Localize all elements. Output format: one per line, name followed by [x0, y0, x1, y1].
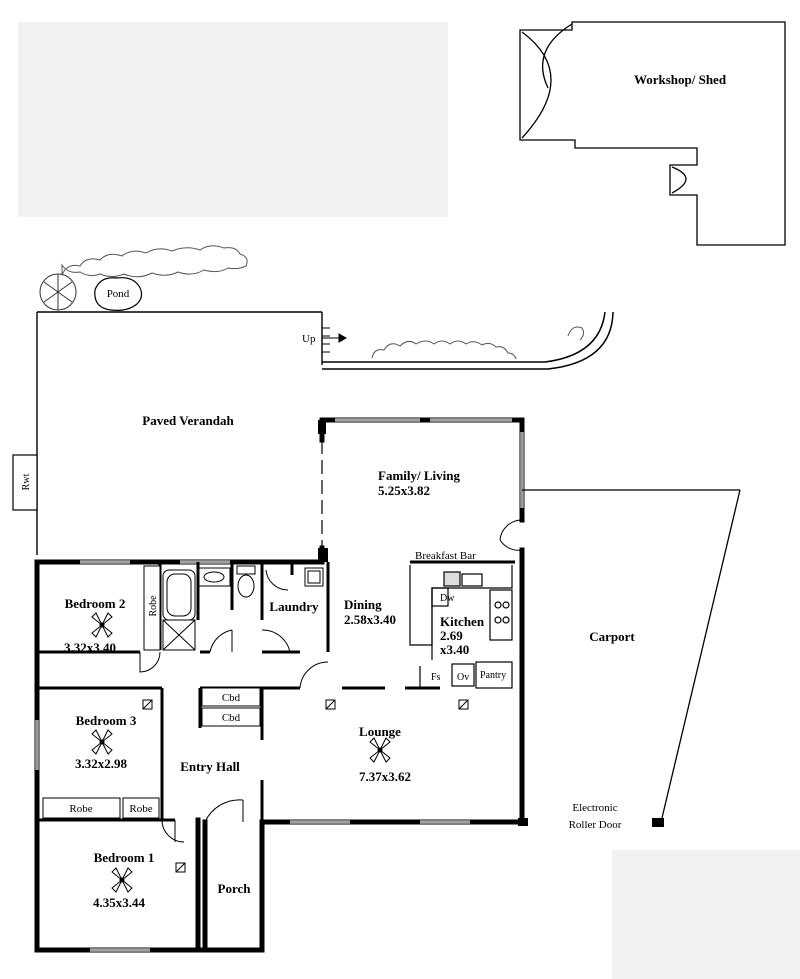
- ceiling-fan-icon: [91, 612, 391, 893]
- kitchen-size-2: x3.40: [440, 642, 469, 657]
- lounge-title: Lounge: [359, 724, 401, 739]
- ov-label: Ov: [457, 672, 469, 683]
- redacted-area-top: [18, 22, 448, 217]
- porch-label: Porch: [218, 881, 252, 896]
- cupboard-2-label: Cbd: [222, 712, 241, 724]
- roller-door-label-1: Electronic: [572, 802, 617, 814]
- pantry-label: Pantry: [480, 670, 506, 681]
- fs-label: Fs: [431, 672, 441, 683]
- side-shrubs: [371, 326, 585, 360]
- steps: [322, 327, 348, 353]
- cupboard-1-label: Cbd: [222, 692, 241, 704]
- carport-post-right: [652, 818, 664, 827]
- workshop-label: Workshop/ Shed: [634, 72, 727, 87]
- roller-door-label-2: Roller Door: [569, 819, 622, 831]
- pond-label: Pond: [107, 288, 130, 300]
- kitchen-title: Kitchen: [440, 614, 485, 629]
- window-frames: [36, 419, 523, 951]
- workshop-shed: [519, 21, 786, 246]
- vent-icon: [142, 699, 469, 873]
- bedroom2-size: 3.32x3.40: [64, 640, 116, 655]
- carport-post-left: [518, 818, 528, 826]
- family-title: Family/ Living: [378, 468, 460, 483]
- bath-fixtures: [162, 565, 324, 651]
- bedroom1-size: 4.35x3.44: [93, 895, 146, 910]
- exterior-walls: [34, 417, 525, 953]
- garden-wall: [322, 311, 614, 370]
- rwt-label: Rwt: [21, 473, 32, 490]
- cupboard-1: [201, 687, 261, 707]
- dw-label: Dw: [440, 593, 455, 604]
- windows: [35, 418, 524, 952]
- dining-size: 2.58x3.40: [344, 612, 396, 627]
- carport-label: Carport: [589, 629, 635, 644]
- robe-bedroom3-b: [122, 797, 160, 819]
- laundry-label: Laundry: [269, 599, 319, 614]
- door-swings: [139, 519, 523, 843]
- carport-outline: [522, 489, 741, 819]
- kitchen-size-1: 2.69: [440, 628, 463, 643]
- breakfast-bar-label: Breakfast Bar: [415, 550, 476, 562]
- bedroom3-title: Bedroom 3: [76, 713, 137, 728]
- wall-post-1: [318, 548, 328, 562]
- family-size: 5.25x3.82: [378, 483, 430, 498]
- tree-icon: [39, 273, 77, 311]
- robe-bedroom2: [143, 565, 161, 651]
- verandah-label: Paved Verandah: [142, 413, 234, 428]
- up-label: Up: [302, 333, 316, 345]
- bedroom3-size: 3.32x2.98: [75, 756, 128, 771]
- cupboard-2: [201, 707, 261, 727]
- robe-bedroom2-label: Robe: [148, 595, 159, 617]
- entry-hall-label: Entry Hall: [180, 759, 240, 774]
- robe-bedroom3-a-label: Robe: [69, 803, 92, 815]
- verandah-outline: [36, 311, 323, 555]
- lounge-size: 7.37x3.62: [359, 769, 411, 784]
- bedroom2-title: Bedroom 2: [65, 596, 126, 611]
- rainwater-tank: [12, 454, 38, 511]
- wall-post-2: [318, 420, 326, 434]
- redacted-area-bottom: [612, 850, 800, 979]
- robe-bedroom3-b-label: Robe: [129, 803, 152, 815]
- robe-bedroom3-a: [42, 797, 121, 819]
- bedroom1-title: Bedroom 1: [94, 850, 155, 865]
- pond-shape: [94, 277, 143, 311]
- garden-shrubs: [61, 245, 248, 278]
- dining-title: Dining: [344, 597, 382, 612]
- kitchen-benches: [409, 565, 513, 689]
